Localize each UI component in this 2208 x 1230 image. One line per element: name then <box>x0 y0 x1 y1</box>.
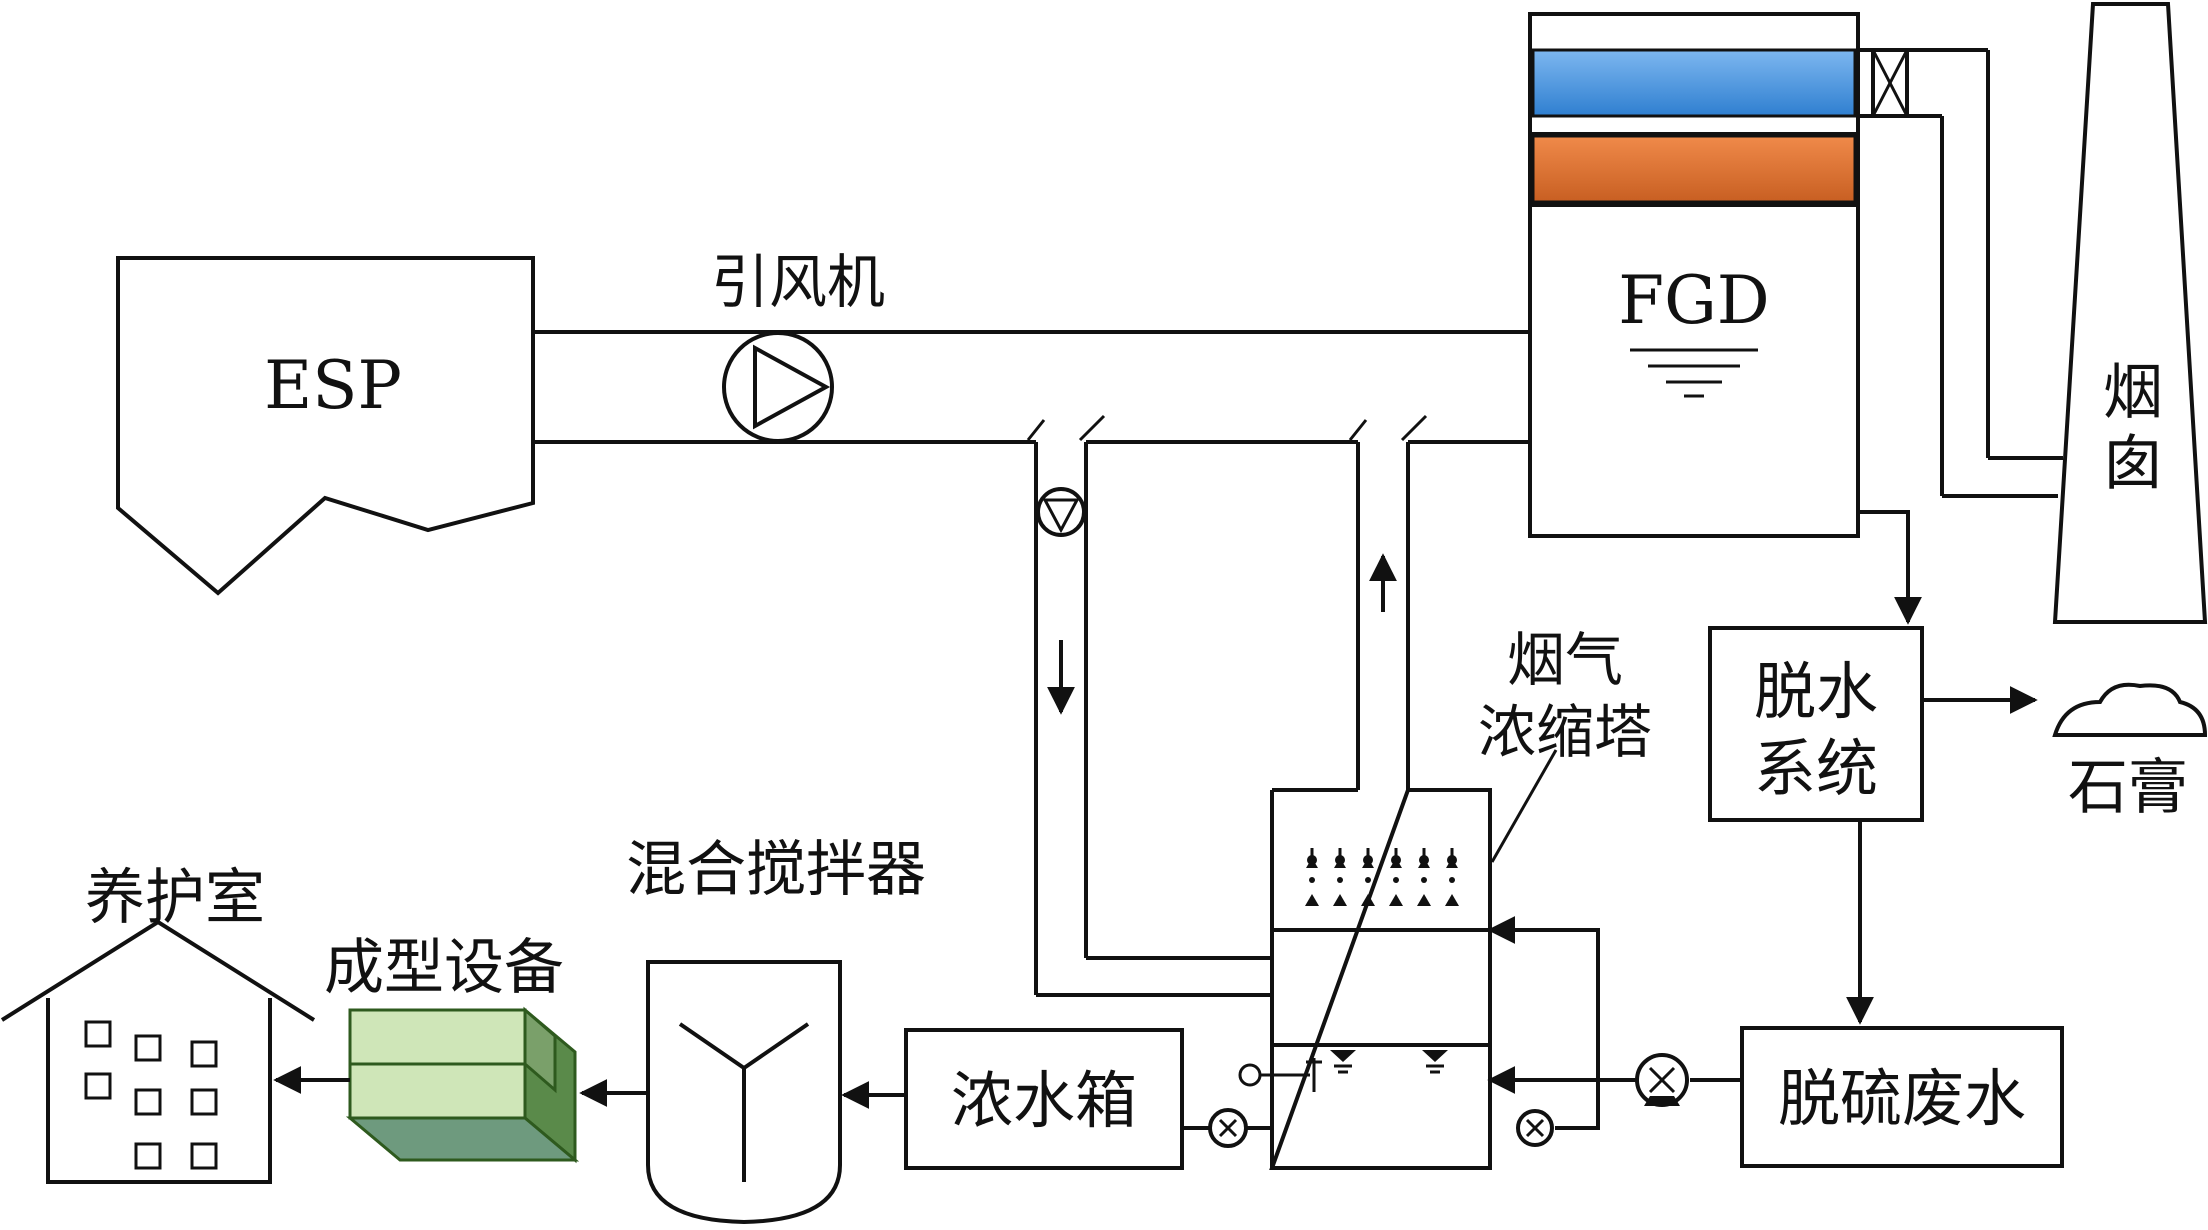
concentrator-tower <box>1238 788 1492 1170</box>
main-flue-duct <box>533 330 1530 444</box>
mixer-label: 混合搅拌器 <box>626 835 926 905</box>
brine-tank-label: 浓水箱 <box>951 1064 1137 1137</box>
pump-icon <box>1516 1109 1554 1147</box>
fgd-tower: FGD <box>1528 12 1860 538</box>
forming-equipment <box>345 1006 580 1164</box>
esp-unit: ESP <box>116 256 535 596</box>
liquid-level-icon <box>1630 348 1758 398</box>
building-icon <box>0 919 316 1184</box>
chimney: 烟 囱 <box>2052 1 2208 624</box>
dewatering-label-line1: 脱水 <box>1754 655 1878 728</box>
pump-icon <box>1635 1053 1689 1107</box>
curing-label: 养护室 <box>85 863 265 933</box>
dewatering-label-line2: 系统 <box>1754 732 1878 805</box>
spray-nozzles <box>1305 848 1459 906</box>
wastewater-box: 脱硫废水 <box>1740 1026 2064 1168</box>
sampling-valve-icon <box>1238 1058 1322 1092</box>
brine-tank: 浓水箱 <box>904 1028 1184 1170</box>
concentrator-leader-line <box>1490 749 1558 863</box>
fan-label: 引风机 <box>711 248 885 316</box>
esp-label: ESP <box>264 347 402 424</box>
fgd-label: FGD <box>1618 262 1769 339</box>
dewatering-system: 脱水 系统 <box>1708 626 1924 822</box>
recirculation-arrow <box>1487 916 1600 1130</box>
concentrator-label-line1: 烟气 <box>1507 626 1623 694</box>
valve-icon <box>1036 487 1086 537</box>
gypsum-label: 石膏 <box>2068 753 2188 823</box>
pump-icon <box>1208 1108 1248 1148</box>
fgd-lower-layer <box>1531 134 1857 204</box>
concentrator-label-line2: 浓缩塔 <box>1478 698 1652 766</box>
outlet-duct <box>1858 48 2063 498</box>
fan-icon <box>722 331 834 443</box>
wastewater-label: 脱硫废水 <box>1778 1062 2026 1135</box>
damper-icon <box>1871 48 1909 118</box>
fgd-upper-layer <box>1531 48 1857 118</box>
chimney-label-1: 烟 <box>2103 358 2163 428</box>
forming-label: 成型设备 <box>324 933 564 1003</box>
gypsum-pile-icon <box>2052 682 2208 737</box>
mixer <box>646 960 842 1225</box>
fgd-to-dewatering-arrow <box>1858 510 1922 625</box>
chimney-label-2: 囱 <box>2103 429 2163 499</box>
bypass-flue-ducts <box>1026 414 1428 997</box>
level-indicators <box>1330 1050 1448 1074</box>
